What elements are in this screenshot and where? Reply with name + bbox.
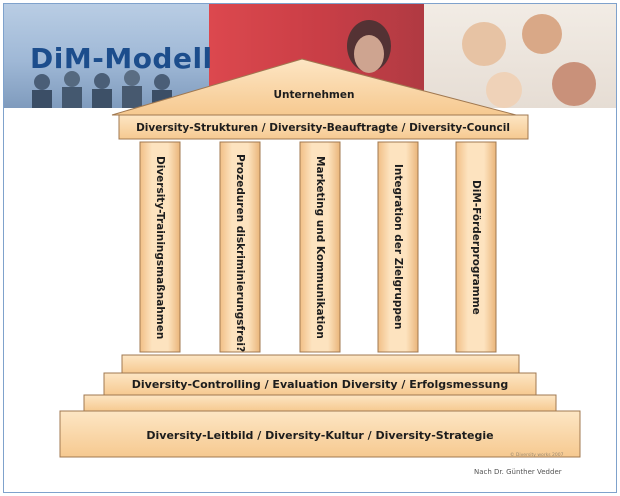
middle-step-label: Diversity-Controlling / Evaluation Diver…	[132, 378, 508, 391]
pillar-1: Diversity-Trainingsmaßnahmen	[139, 141, 181, 353]
pillar-4: Integration der Zielgruppen	[377, 141, 419, 353]
roof-label: Unternehmen	[274, 89, 355, 101]
children-photo-icon	[462, 14, 596, 108]
pillar-label: DiM-Förderprogramme	[470, 180, 482, 315]
pillar-5: DiM-Förderprogramme	[455, 141, 497, 353]
team-people-icon	[32, 70, 172, 108]
roof	[111, 58, 517, 116]
base-step-label: Diversity-Leitbild / Diversity-Kultur / …	[146, 429, 493, 442]
beam	[118, 114, 529, 140]
temple-diagram: Unternehmen Diversity-Strukturen / Diver…	[59, 58, 581, 458]
step-base	[59, 410, 581, 458]
source-credit: Nach Dr. Günther Vedder	[474, 468, 562, 476]
pillar-label: Marketing und Kommunikation	[314, 156, 326, 339]
pillar-label: Prozeduren diskriminierungsfrei?	[234, 154, 246, 352]
pillar-label: Integration der Zielgruppen	[392, 164, 404, 329]
step-lower	[83, 394, 557, 412]
pillar-2: Prozeduren diskriminierungsfrei?	[219, 141, 261, 353]
beam-label: Diversity-Strukturen / Diversity-Beauftr…	[136, 122, 510, 134]
step-top	[121, 354, 520, 374]
pillar-label: Diversity-Trainingsmaßnahmen	[154, 156, 166, 339]
pillar-3: Marketing und Kommunikation	[299, 141, 341, 353]
logo-title: DiM-Modell	[30, 42, 213, 75]
banner-photo-children	[424, 4, 616, 108]
copyright-note: © Diversity works 2007	[510, 453, 564, 458]
slide-frame: DiM-Modell Unternehmen Diversity-Struktu…	[3, 3, 617, 493]
